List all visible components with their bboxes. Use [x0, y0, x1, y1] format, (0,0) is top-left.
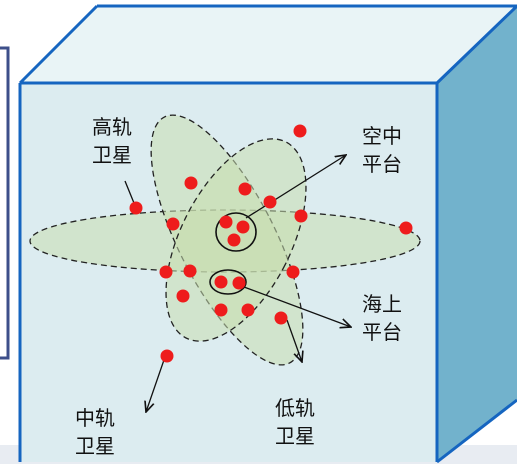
satellite-dot [219, 215, 233, 229]
satellite-dot [160, 349, 174, 363]
satellite-dot [241, 303, 255, 317]
label-sea-platform: 海上平台 [362, 292, 402, 344]
satellite-dot [238, 182, 252, 196]
label-air-platform: 空中平台 [362, 124, 402, 176]
cube-edges [18, 4, 517, 464]
satellite-dot [159, 265, 173, 279]
satellite-dot [214, 275, 228, 289]
arrow-sea-platform [243, 286, 351, 327]
satellite-dot [236, 220, 250, 234]
satellite-dot [227, 233, 241, 247]
satellite-dot [214, 303, 228, 317]
satellite-dot [263, 195, 277, 209]
label-high-orbit-satellite: 高轨卫星 [92, 115, 132, 167]
cube-top-face [20, 6, 517, 83]
satellite-dot [286, 265, 300, 279]
satellite-dot [183, 264, 197, 278]
arrow-low-orbit [286, 319, 302, 362]
label-mid-orbit-satellite: 中轨卫星 [75, 406, 115, 458]
satellite-dot [274, 311, 288, 325]
satellite-dot [232, 276, 246, 290]
arrow-air-platform [245, 155, 346, 219]
sea-platform-ring [209, 269, 247, 295]
satellite-dot [294, 209, 308, 223]
satellite-dot [166, 217, 180, 231]
satellite-dot [176, 289, 190, 303]
satellite-dot [184, 176, 198, 190]
arrow-mid-orbit [146, 356, 166, 412]
satellite-dot [129, 201, 143, 215]
left-panel-frame [0, 46, 10, 360]
label-low-orbit-satellite: 低轨卫星 [275, 396, 315, 448]
satellite-dot [399, 221, 413, 235]
satellite-dots [129, 124, 413, 363]
satellite-dot [293, 124, 307, 138]
cube-right-face [437, 6, 517, 462]
air-platform-ring [215, 212, 257, 252]
